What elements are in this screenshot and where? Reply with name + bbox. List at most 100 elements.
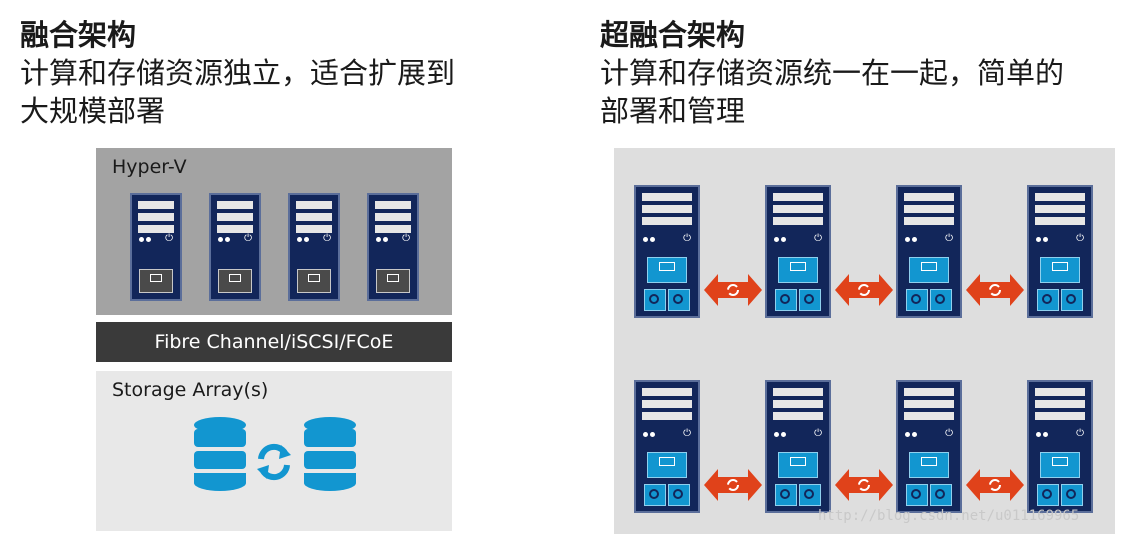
- hyperconverged-panel: ⏻ ⏻ ⏻ ⏻ ⏻ ⏻ ⏻ ⏻: [614, 148, 1115, 534]
- server-unit: ⏻: [765, 185, 831, 318]
- server-drive-slot: [1035, 388, 1085, 396]
- converged-heading: 融合架构 计算和存储资源独立，适合扩展到 大规模部署: [20, 16, 540, 130]
- power-icon: ⏻: [683, 428, 691, 439]
- status-light: [383, 237, 388, 242]
- bidirectional-arrow: [704, 469, 762, 501]
- server-drive-slot: [296, 213, 332, 221]
- vm-screen: [1052, 262, 1068, 272]
- server-drive-slot: [904, 217, 954, 225]
- status-light: [650, 432, 655, 437]
- hyperv-panel: Hyper-V ⏻ ⏻ ⏻ ⏻: [96, 148, 452, 315]
- status-light: [774, 432, 779, 437]
- hyperconverged-subtitle: 计算和存储资源统一在一起，简单的 部署和管理: [600, 56, 1065, 128]
- disk-icon: [668, 289, 690, 311]
- disk-icon: [644, 484, 666, 506]
- disk-icon: [1061, 484, 1083, 506]
- disk-icon: [930, 484, 952, 506]
- vm-icon: [1040, 257, 1080, 283]
- vm-screen: [386, 273, 400, 283]
- fabric-bar: Fibre Channel/iSCSI/FCoE: [96, 322, 452, 362]
- disk-icon: [930, 289, 952, 311]
- server-drive-slot: [773, 412, 823, 420]
- server-unit: ⏻: [367, 193, 419, 301]
- sync-glyph: [727, 284, 739, 296]
- server-unit: ⏻: [1027, 185, 1093, 318]
- disk-icon: [1037, 484, 1059, 506]
- status-light: [1036, 432, 1041, 437]
- status-light: [912, 432, 917, 437]
- status-light: [376, 237, 381, 242]
- server-drive-slot: [296, 201, 332, 209]
- server-drive-slot: [138, 201, 174, 209]
- server-drive-slot: [138, 225, 174, 233]
- vm-icon: [376, 269, 410, 293]
- disk-icon: [644, 289, 666, 311]
- power-icon: ⏻: [1076, 428, 1084, 439]
- disk-icon: [1061, 289, 1083, 311]
- storage-panel: Storage Array(s): [96, 371, 452, 531]
- power-icon: ⏻: [945, 428, 953, 439]
- bidirectional-arrow: [835, 469, 893, 501]
- sync-glyph: [989, 284, 1001, 296]
- server-drive-slot: [375, 201, 411, 209]
- status-light: [905, 432, 910, 437]
- database-icon: [304, 417, 356, 491]
- status-light: [1043, 237, 1048, 242]
- status-light: [139, 237, 144, 242]
- server-drive-slot: [1035, 400, 1085, 408]
- server-unit: ⏻: [765, 380, 831, 513]
- arrow-shape: [966, 469, 1024, 501]
- status-light: [643, 237, 648, 242]
- server-unit: ⏻: [896, 380, 962, 513]
- disk-icon: [1037, 289, 1059, 311]
- vm-icon: [1040, 452, 1080, 478]
- server-drive-slot: [773, 400, 823, 408]
- status-light: [297, 237, 302, 242]
- server-drive-slot: [773, 205, 823, 213]
- vm-icon: [778, 452, 818, 478]
- server-drive-slot: [1035, 412, 1085, 420]
- vm-icon: [297, 269, 331, 293]
- server-drive-slot: [217, 225, 253, 233]
- hyperconverged-heading: 超融合架构 计算和存储资源统一在一起，简单的 部署和管理: [600, 16, 1130, 130]
- arrow-shape: [966, 274, 1024, 306]
- status-light: [1036, 237, 1041, 242]
- server-drive-slot: [1035, 217, 1085, 225]
- hyperv-label: Hyper-V: [112, 156, 187, 178]
- status-light: [304, 237, 309, 242]
- arrow-shape: [704, 469, 762, 501]
- server-unit: ⏻: [288, 193, 340, 301]
- sync-glyph: [858, 284, 870, 296]
- vm-screen: [790, 457, 806, 467]
- converged-subtitle: 计算和存储资源独立，适合扩展到 大规模部署: [20, 56, 456, 128]
- status-light: [225, 237, 230, 242]
- power-icon: ⏻: [323, 233, 331, 244]
- status-light: [774, 237, 779, 242]
- server-drive-slot: [375, 213, 411, 221]
- arrow-shape: [835, 274, 893, 306]
- disk-icon: [799, 484, 821, 506]
- vm-icon: [778, 257, 818, 283]
- power-icon: ⏻: [814, 428, 822, 439]
- server-unit: ⏻: [896, 185, 962, 318]
- vm-icon: [909, 452, 949, 478]
- server-drive-slot: [1035, 205, 1085, 213]
- server-drive-slot: [138, 213, 174, 221]
- status-light: [650, 237, 655, 242]
- power-icon: ⏻: [244, 233, 252, 244]
- server-drive-slot: [217, 201, 253, 209]
- server-drive-slot: [296, 225, 332, 233]
- status-light: [1043, 432, 1048, 437]
- bidirectional-arrow: [704, 274, 762, 306]
- bidirectional-arrow: [835, 274, 893, 306]
- arrow-shape: [704, 274, 762, 306]
- power-icon: ⏻: [165, 233, 173, 244]
- server-drive-slot: [642, 412, 692, 420]
- bidirectional-arrow: [966, 469, 1024, 501]
- status-light: [218, 237, 223, 242]
- server-drive-slot: [1035, 193, 1085, 201]
- disk-icon: [906, 484, 928, 506]
- power-icon: ⏻: [683, 233, 691, 244]
- server-unit: ⏻: [209, 193, 261, 301]
- vm-screen: [307, 273, 321, 283]
